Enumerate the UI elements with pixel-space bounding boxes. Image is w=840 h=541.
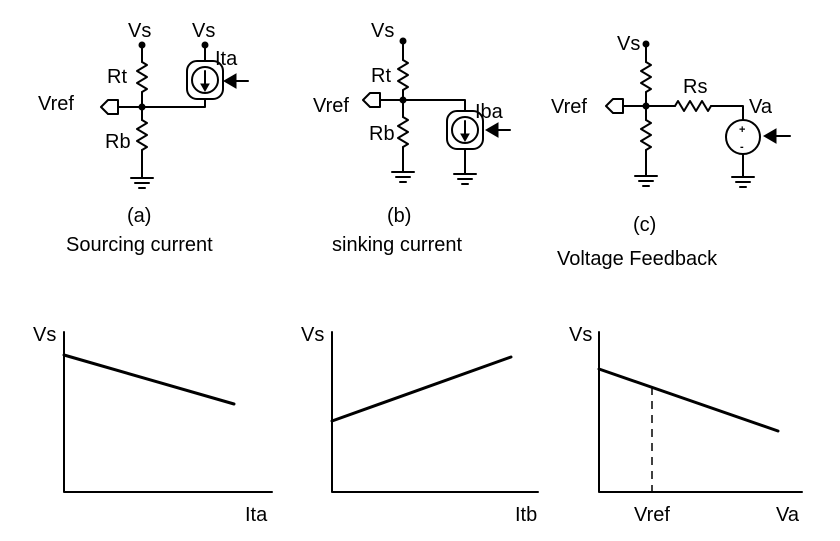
graph-c-marker-label: Vref <box>634 504 670 526</box>
circuit-a-wire-to-source <box>141 98 206 108</box>
circuit-a-ref-arrow-icon <box>100 99 143 115</box>
circuit-b-caption-letter: (b) <box>387 205 411 227</box>
circuit-a-caption-text: Sourcing current <box>66 234 213 256</box>
graph-c-ylabel: Vs <box>569 324 592 346</box>
circuit-c-wire-to-va <box>710 105 744 121</box>
circuit-b-top-resistor-label: Rt <box>371 65 391 87</box>
graph-c-xlabel: Va <box>776 504 800 526</box>
circuit-c-ref-arrow-icon <box>605 98 647 114</box>
circuit-c-ref-label: Vref <box>551 96 587 118</box>
graph-a-xlabel: Ita <box>245 504 268 526</box>
circuit-a-ground-icon <box>130 177 154 189</box>
circuit-a-vs-left-label: Vs <box>128 20 151 42</box>
circuit-c-caption-text: Voltage Feedback <box>557 248 718 270</box>
circuit-b-resistor-rb <box>397 116 409 148</box>
circuit-b-resistor-rt <box>397 59 409 91</box>
circuit-b-ground-icon <box>391 171 415 183</box>
circuit-a-vs-right-label: Vs <box>192 20 215 42</box>
circuit-c-ground-icon <box>634 175 658 187</box>
circuit-c-control-arrow-icon <box>763 128 777 144</box>
graph-a-response-line <box>62 353 236 406</box>
circuit-b-control-arrow-icon <box>485 122 499 138</box>
circuit-a-current-source-icon <box>186 60 224 100</box>
circuit-a-source-label: Ita <box>215 48 238 70</box>
circuit-b-vs-label: Vs <box>371 20 394 42</box>
circuit-a-control-arrow-icon <box>223 73 237 89</box>
circuit-c: Vs Rs Va Vref + - (c) Voltage Feedback <box>551 33 791 270</box>
circuit-b-ref-arrow-icon <box>362 92 404 108</box>
circuit-b-caption-text: sinking current <box>332 234 463 256</box>
circuit-c-source-ground-icon <box>731 176 755 188</box>
circuit-b-current-source-circle <box>451 116 479 144</box>
graph-a: Vs Ita <box>33 324 273 526</box>
graph-b: Vs Itb <box>301 324 539 526</box>
circuit-a-current-source-circle <box>191 66 219 94</box>
circuit-a-top-resistor-label: Rt <box>107 66 127 88</box>
graph-a-ylabel: Vs <box>33 324 56 346</box>
graph-c: Vs Vref Va <box>569 324 803 526</box>
circuit-a-bottom-resistor-label: Rb <box>105 131 131 153</box>
circuit-a-current-arrowhead-icon <box>200 83 210 93</box>
circuit-a-ref-label: Vref <box>38 93 74 115</box>
graph-b-response-line <box>330 355 513 423</box>
circuit-c-resistor-rs <box>674 100 712 112</box>
circuit-c-vs-label: Vs <box>617 33 640 55</box>
graph-c-axes <box>598 331 803 493</box>
circuit-c-source-label: Va <box>749 96 773 118</box>
circuit-a: Vs Vs Ita Rt Rb Vref (a) Sourcing curren… <box>38 20 249 256</box>
circuit-c-resistor-top <box>640 61 652 93</box>
graph-b-axes <box>331 331 539 493</box>
graph-a-axes <box>63 331 273 493</box>
circuit-c-caption-letter: (c) <box>633 214 656 236</box>
circuit-b-source-ground-icon <box>453 173 477 185</box>
graph-b-xlabel: Itb <box>515 504 537 526</box>
circuit-c-minus-sign: - <box>740 141 744 153</box>
circuit-a-caption-letter: (a) <box>127 205 151 227</box>
circuit-c-series-resistor-label: Rs <box>683 76 707 98</box>
circuit-b: Vs Rt Rb Vref Iba (b) sinking current <box>313 20 511 256</box>
circuit-b-current-arrowhead-icon <box>460 133 470 143</box>
circuit-a-resistor-rt <box>136 61 148 93</box>
circuit-a-resistor-rb <box>136 119 148 151</box>
graph-c-response-line <box>597 367 780 433</box>
circuit-c-resistor-bottom <box>640 119 652 151</box>
graph-b-ylabel: Vs <box>301 324 324 346</box>
circuit-b-bottom-resistor-label: Rb <box>369 123 395 145</box>
circuit-c-plus-sign: + <box>739 124 745 136</box>
circuit-b-ref-label: Vref <box>313 95 349 117</box>
circuit-b-wire-to-source <box>402 99 466 112</box>
